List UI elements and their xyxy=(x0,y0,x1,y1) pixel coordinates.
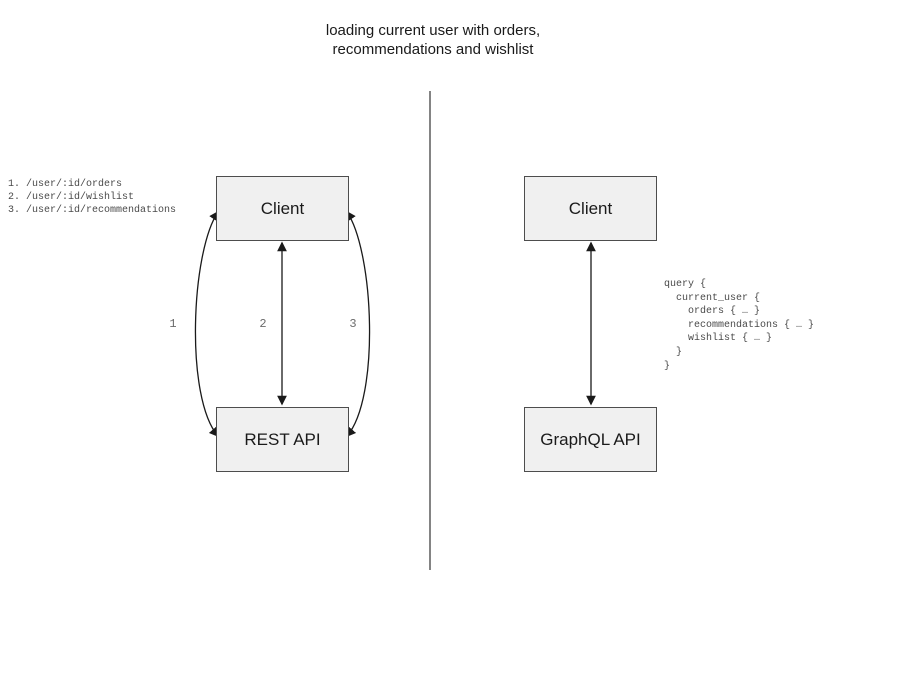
arrow-label-2: 2 xyxy=(259,317,267,331)
graphql-query-snippet: query { current_user { orders { … } reco… xyxy=(664,279,815,372)
rest-edge-1-curve-left xyxy=(194,210,219,438)
diagram-title: loading current user with orders, recomm… xyxy=(325,22,541,58)
graphql-client-node-label: Client xyxy=(568,198,613,218)
graphql-api-node-label: GraphQL API xyxy=(540,429,641,449)
graphql-api-node: GraphQL API xyxy=(524,407,657,472)
rest-endpoint-list: 1. /user/:id/orders 2. /user/:id/wishlis… xyxy=(8,179,177,216)
rest-api-node-label: REST API xyxy=(244,429,321,449)
rest-client-node-label: Client xyxy=(260,198,305,218)
arrow-label-1: 1 xyxy=(169,317,177,331)
arrow-label-3: 3 xyxy=(349,317,357,331)
rest-api-node: REST API xyxy=(216,407,349,472)
graphql-client-node: Client xyxy=(524,176,657,241)
rest-client-node: Client xyxy=(216,176,349,241)
